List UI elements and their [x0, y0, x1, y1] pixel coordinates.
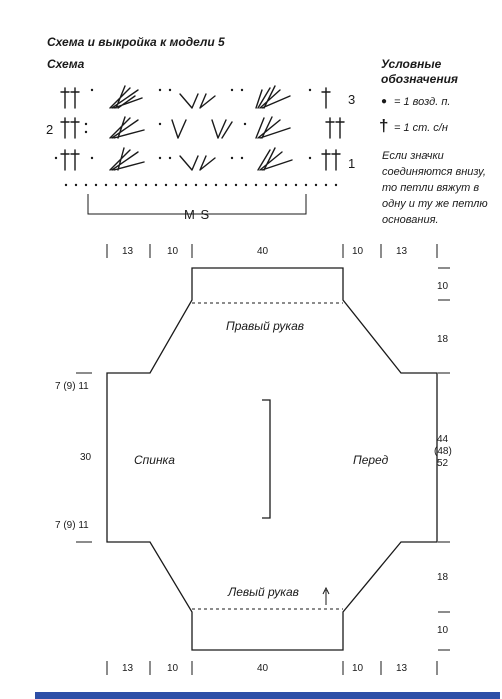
top-dim: 10 — [167, 246, 179, 257]
legend-note-line: соединяются внизу, — [382, 166, 486, 178]
legend-title-line1: Условные — [381, 57, 442, 71]
legend-title-line2: обозначения — [381, 72, 458, 86]
chart-subtitle: Схема — [47, 57, 85, 71]
right-dim-lower: 18 — [437, 572, 449, 583]
label-back: Спинка — [134, 453, 175, 467]
top-dim: 13 — [396, 246, 408, 257]
legend-item-dot: = 1 возд. п. — [394, 96, 451, 108]
legend-item-cross: = 1 ст. с/н — [394, 122, 448, 134]
neck-slit — [262, 399, 271, 519]
chart-row-1 — [60, 147, 341, 171]
bottom-accent-bar — [35, 692, 500, 699]
direction-arrow-icon — [322, 586, 330, 605]
right-dim-top: 10 — [437, 281, 449, 292]
right-dim-upper: 18 — [437, 334, 449, 345]
row-number-1: 1 — [348, 156, 356, 171]
legend-note-line: основания. — [382, 214, 439, 226]
repeat-label: M S — [184, 207, 211, 222]
right-dim-middle-3: 52 — [437, 458, 449, 469]
bottom-dim: 13 — [122, 663, 134, 674]
left-dim-middle: 30 — [80, 452, 92, 463]
bottom-dim: 10 — [352, 663, 364, 674]
pattern-outline — [106, 267, 438, 651]
bottom-dim: 10 — [167, 663, 179, 674]
row-number-3: 3 — [348, 92, 356, 107]
page-title: Схема и выкройка к модели 5 — [47, 35, 225, 49]
top-dim: 10 — [352, 246, 364, 257]
bottom-dim: 40 — [257, 663, 269, 674]
label-left-sleeve: Левый рукав — [228, 585, 299, 599]
chart-row-3 — [60, 85, 331, 109]
dimension-ticks — [76, 244, 450, 675]
dagger-symbol-icon: † — [379, 116, 389, 135]
repeat-bracket — [87, 194, 307, 215]
right-dim-bottom: 10 — [437, 625, 449, 636]
legend-note-line: одну и ту же петлю — [382, 198, 488, 210]
label-right-sleeve: Правый рукав — [226, 319, 305, 333]
top-dim: 13 — [122, 246, 134, 257]
legend-note-line: Если значки — [382, 150, 444, 162]
top-dim: 40 — [257, 246, 269, 257]
chain-stitch-dots — [54, 88, 338, 187]
right-dim-middle-2: (48) — [434, 446, 452, 457]
label-front: Перед — [353, 453, 389, 467]
legend-note-line: то петли вяжут в — [382, 182, 480, 194]
chart-row-2 — [60, 116, 345, 139]
dot-symbol-icon: ● — [381, 96, 388, 107]
row-number-2: 2 — [46, 122, 54, 137]
left-dim-upper: 7 (9) 11 — [55, 381, 89, 392]
left-dim-lower: 7 (9) 11 — [55, 520, 89, 531]
bottom-dim: 13 — [396, 663, 408, 674]
right-dim-middle-1: 44 — [437, 434, 449, 445]
